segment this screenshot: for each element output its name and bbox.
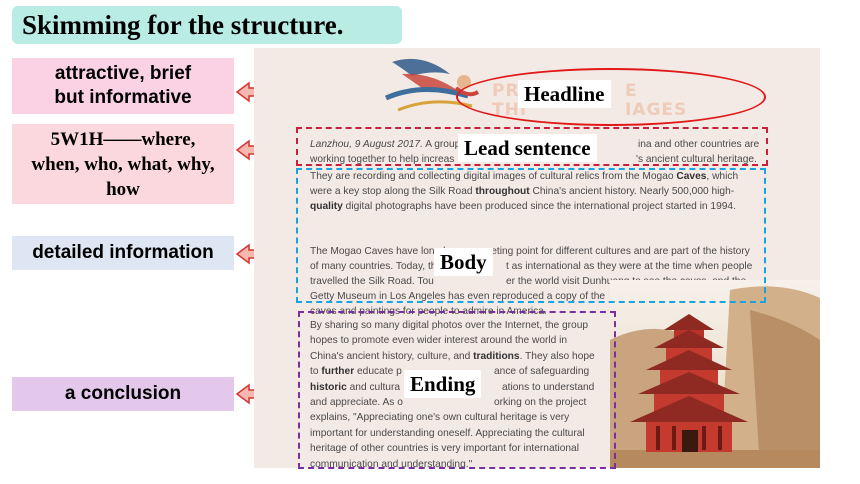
lead-desc-line3: how <box>106 178 140 200</box>
headline-oval <box>456 68 766 126</box>
ending-text: By sharing so many digital photos over t… <box>310 320 589 331</box>
body-text: They are recording and collecting digita… <box>310 171 677 182</box>
body-text: t as international as they were at the t… <box>506 261 753 272</box>
ending-text: orking on the project <box>494 397 587 409</box>
body-description: detailed information <box>12 236 234 270</box>
headline-desc-line2: but informative <box>54 87 192 108</box>
lead-description: 5W1H——where, when, who, what, why, how <box>12 124 234 204</box>
keyword: further <box>321 366 355 378</box>
ending-description: a conclusion <box>12 377 234 411</box>
body-text: The Mogao Caves have long been a meeting… <box>310 246 750 257</box>
headline-tag: Headline <box>518 80 611 108</box>
lead-desc-line1: 5W1H——where, <box>50 128 196 150</box>
headline-description: attractive, brief but informative <box>12 58 234 114</box>
ending-paragraph: By sharing so many digital photos over t… <box>310 318 610 472</box>
body-text: digital photographs have been produced s… <box>342 201 736 212</box>
ending-text: educate p <box>354 366 402 378</box>
dateline: Lanzhou, 9 August 2017. <box>310 139 423 150</box>
keyword: Caves <box>676 171 707 182</box>
ending-text: China's ancient history, culture, and <box>310 350 474 362</box>
body-paragraph: They are recording and collecting digita… <box>310 169 760 214</box>
lead-text: 's ancient cultural heritage. <box>636 154 757 165</box>
body-text: travelled the Silk Road. Tou <box>310 276 434 287</box>
body-tag: Body <box>434 248 493 276</box>
ending-text: . They also hope <box>519 350 595 362</box>
keyword: traditions <box>473 350 520 362</box>
ending-text: hopes to promote even wider interest aro… <box>310 335 568 347</box>
ending-text: and appreciate. As o <box>310 397 403 409</box>
ending-text: ance of safeguarding <box>494 366 590 378</box>
keyword: throughout <box>475 186 530 197</box>
lead-text: working together to help increas <box>310 154 455 165</box>
body-text: , which were a key stop along the Silk R… <box>310 171 739 197</box>
ending-text: communication and understanding." <box>310 458 473 470</box>
ending-text: to <box>310 366 322 378</box>
mogao-caves-pagoda-photo <box>610 280 820 468</box>
ending-text: ations to understand <box>502 381 595 393</box>
lead-paragraph: Lanzhou, 9 August 2017. A group ina and o… <box>310 137 760 167</box>
keyword: quality <box>310 201 343 212</box>
ending-text: heritage of other countries is very impo… <box>310 443 579 455</box>
lead-sentence-tag: Lead sentence <box>458 134 597 162</box>
ending-tag: Ending <box>404 370 482 398</box>
ending-box <box>298 311 616 469</box>
slide-title: Skimming for the structure. <box>12 6 402 44</box>
ending-text: and cultura <box>346 381 401 393</box>
body-text: China's ancient history. Nearly 500,000 … <box>529 186 735 197</box>
lead-desc-line2: when, who, what, why, <box>31 153 215 175</box>
ending-text: explains, "Appreciating one's own cultur… <box>310 412 570 424</box>
body-text: of many countries. Today, th <box>310 261 437 272</box>
ending-text: important for understanding oneself. App… <box>310 427 585 439</box>
lead-sentence-box <box>296 127 768 166</box>
body-box <box>296 168 766 303</box>
body-text: Getty Museum in Los Angeles has even rep… <box>310 291 606 302</box>
keyword: historic <box>310 381 347 393</box>
headline-desc-line1: attractive, brief <box>54 63 192 84</box>
lead-text: A group <box>422 139 461 150</box>
lead-text: ina and other countries are <box>638 139 760 150</box>
